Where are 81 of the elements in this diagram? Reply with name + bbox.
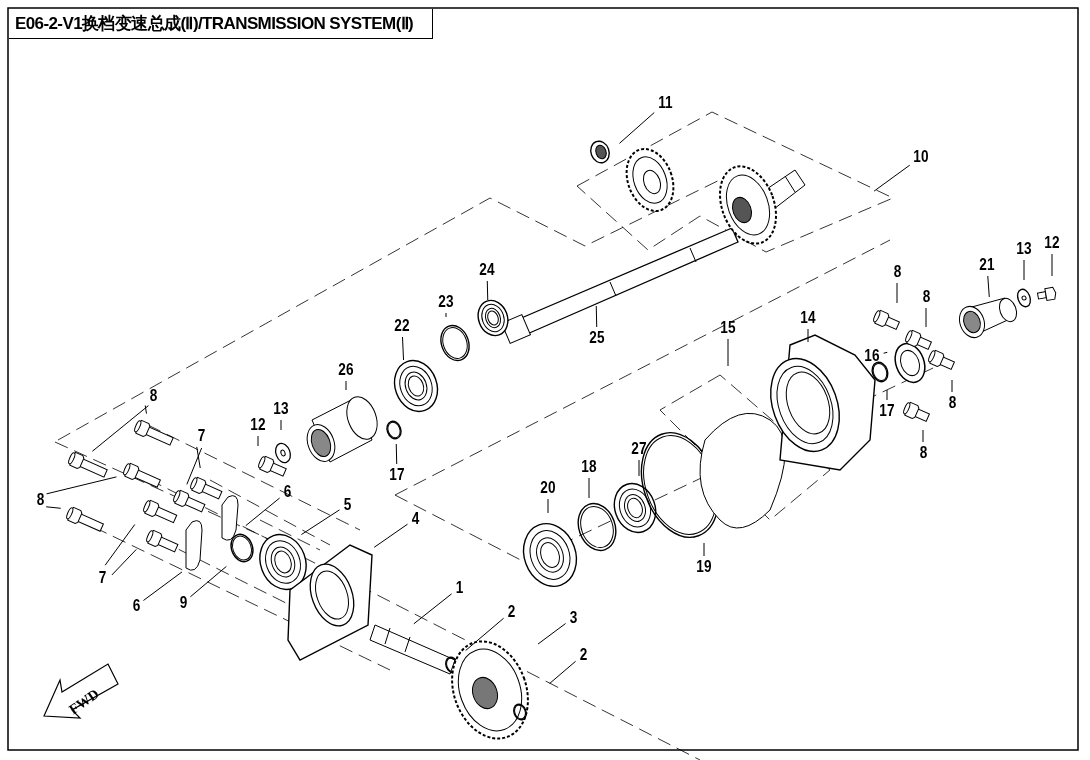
leader-line bbox=[402, 336, 405, 361]
leader-line bbox=[300, 509, 340, 536]
callout-number: 2 bbox=[507, 604, 515, 620]
callout-number: 8 bbox=[36, 492, 44, 508]
leader-line bbox=[186, 447, 203, 485]
leader-line bbox=[886, 389, 888, 401]
callout-number: 23 bbox=[438, 294, 454, 310]
leader-line bbox=[345, 380, 347, 391]
callout-number: 8 bbox=[893, 264, 901, 280]
leader-line bbox=[465, 617, 505, 652]
callout-number: 15 bbox=[720, 320, 736, 336]
leader-line bbox=[189, 565, 227, 598]
callout-number: 12 bbox=[1044, 235, 1060, 251]
leader-line bbox=[45, 506, 62, 509]
leader-line bbox=[896, 282, 898, 304]
leader-line bbox=[987, 275, 990, 298]
leader-line bbox=[703, 542, 705, 557]
leader-line bbox=[257, 435, 259, 447]
callout-number: 6 bbox=[283, 484, 291, 500]
callout-number: 8 bbox=[149, 388, 157, 404]
callout-number: 6 bbox=[132, 598, 140, 614]
callout-number: 1 bbox=[455, 580, 463, 596]
callout-number: 18 bbox=[581, 459, 597, 475]
leader-line bbox=[951, 379, 953, 393]
callout-number: 16 bbox=[864, 348, 880, 364]
callout-number: 4 bbox=[411, 511, 419, 527]
callout-number: 10 bbox=[913, 149, 929, 165]
callout-number: 24 bbox=[479, 262, 495, 278]
leader-line bbox=[142, 571, 183, 601]
leader-line bbox=[104, 524, 136, 566]
callout-number: 19 bbox=[696, 559, 712, 575]
leader-line bbox=[727, 338, 729, 367]
leader-line bbox=[445, 312, 447, 318]
callout-number: 7 bbox=[98, 570, 106, 586]
callout-number: 20 bbox=[540, 480, 556, 496]
leader-line bbox=[922, 429, 924, 443]
leader-line bbox=[595, 305, 598, 328]
leader-line bbox=[588, 477, 590, 499]
callout-number: 12 bbox=[250, 417, 266, 433]
callout-number: 13 bbox=[1016, 241, 1032, 257]
leader-line bbox=[807, 328, 809, 343]
callout-number: 22 bbox=[394, 318, 410, 334]
leader-line bbox=[537, 623, 567, 645]
callout-number: 26 bbox=[338, 362, 354, 378]
callout-number: 25 bbox=[589, 330, 605, 346]
callout-number: 27 bbox=[631, 441, 647, 457]
callout-number: 9 bbox=[179, 595, 187, 611]
callout-number: 17 bbox=[879, 403, 895, 419]
leader-line bbox=[1023, 259, 1025, 281]
callout-number: 8 bbox=[919, 445, 927, 461]
leader-line bbox=[619, 112, 655, 144]
leader-line bbox=[280, 419, 282, 431]
leader-line bbox=[413, 593, 453, 625]
leader-line bbox=[486, 280, 489, 301]
leader-line bbox=[144, 405, 147, 415]
callout-number: 7 bbox=[197, 428, 205, 444]
leader-line bbox=[91, 405, 149, 452]
callout-number: 11 bbox=[657, 95, 673, 111]
leader-line bbox=[549, 660, 577, 684]
leader-line bbox=[1051, 253, 1053, 277]
leader-line bbox=[395, 443, 398, 465]
callout-number: 8 bbox=[948, 395, 956, 411]
leader-line bbox=[883, 351, 888, 354]
leader-line bbox=[196, 446, 201, 469]
leader-line bbox=[873, 164, 911, 192]
callout-number: 5 bbox=[343, 497, 351, 513]
leader-line bbox=[46, 476, 117, 495]
callout-number: 14 bbox=[800, 310, 816, 326]
title: E06-2-V1换档变速总成(Ⅱ)/TRANSMISSION SYSTEM(Ⅱ) bbox=[9, 9, 433, 39]
callout-number: 2 bbox=[579, 647, 587, 663]
leader-line bbox=[373, 523, 409, 548]
callout-number: 17 bbox=[389, 467, 405, 483]
leader-line bbox=[547, 498, 549, 514]
leader-line bbox=[245, 497, 281, 527]
leader-line bbox=[925, 307, 927, 328]
callout-number: 13 bbox=[273, 401, 289, 417]
leader-line bbox=[638, 459, 640, 477]
callout-number: 8 bbox=[922, 289, 930, 305]
callout-number: 3 bbox=[569, 610, 577, 626]
leader-line bbox=[111, 548, 137, 576]
callout-number: 21 bbox=[979, 257, 995, 273]
